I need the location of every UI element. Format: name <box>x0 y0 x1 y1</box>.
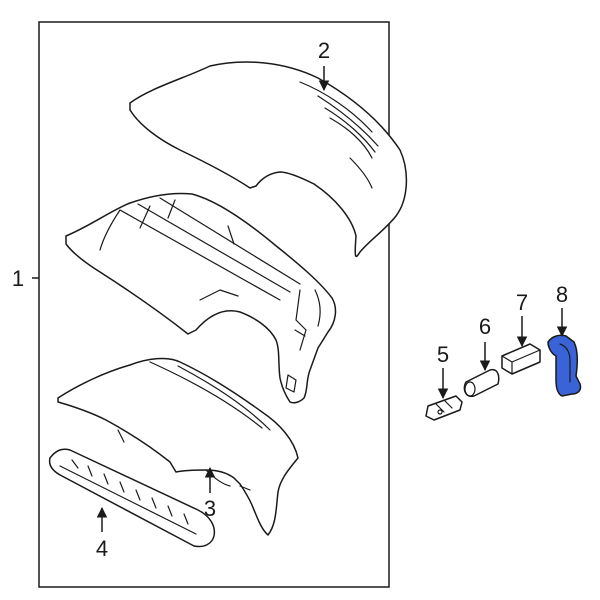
assembly-frame <box>38 21 390 588</box>
part-1-frame-assembly[interactable] <box>65 192 337 404</box>
part-8-bracket-highlighted[interactable] <box>547 334 582 397</box>
part-7-pad[interactable] <box>501 343 541 375</box>
part-4-trim-strip[interactable] <box>48 448 216 548</box>
callout-3: 3 <box>204 496 216 521</box>
callout-6: 6 <box>479 314 491 339</box>
callout-4: 4 <box>96 536 108 561</box>
callout-2: 2 <box>318 38 330 63</box>
callout-5: 5 <box>437 342 449 367</box>
callout-7: 7 <box>516 290 528 315</box>
part-6-bumper[interactable] <box>463 368 500 398</box>
callout-8: 8 <box>556 282 568 307</box>
callout-1: 1 <box>12 266 24 291</box>
part-2-top-cover[interactable] <box>129 61 408 258</box>
part-5-clip[interactable] <box>425 395 463 421</box>
